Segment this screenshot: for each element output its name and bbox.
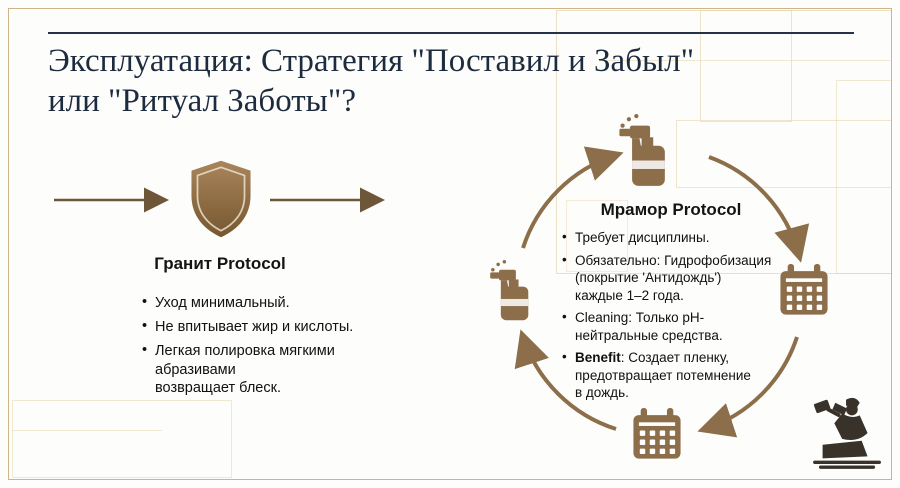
bullet-lead: Benefit <box>575 350 621 366</box>
marble-heading: Мрамор Protocol <box>600 200 742 219</box>
granite-bullet: Уход минимальный. <box>142 293 362 313</box>
page-title: Эксплуатация: Стратегия "Поставил и Забы… <box>48 43 695 119</box>
blueprint-decor <box>12 430 162 431</box>
marble-bullet: Требует дисциплины. <box>562 228 780 247</box>
marble-bullet: Benefit: Создает пленку, предотвращает п… <box>562 348 780 402</box>
blueprint-decor <box>12 400 232 478</box>
marble-bullet-list: Требует дисциплины. Обязательно: Гидрофо… <box>562 228 780 402</box>
shield-icon <box>186 158 256 240</box>
blueprint-decor <box>600 60 890 61</box>
marble-bullet: Обязательно: Гидрофобизация (покрытие 'А… <box>562 251 780 305</box>
marble-block: Мрамор Protocol Требует дисциплины. Обяз… <box>562 200 780 407</box>
calendar-right-icon <box>780 263 828 315</box>
granite-heading: Гранит Protocol <box>154 254 286 273</box>
spray-bottle-left-icon <box>490 260 529 321</box>
bullet-text: : Создает пленку, предотвращает потемнен… <box>575 350 751 401</box>
marble-bullet: Cleaning: Только pH- нейтральные средств… <box>562 308 780 344</box>
granite-bullet: Не впитывает жир и кислоты. <box>142 317 362 337</box>
bullet-text: Обязательно: Гидрофобизация (покрытие 'А… <box>575 252 772 303</box>
bullet-text: Cleaning: Только pH- нейтральные средств… <box>575 310 723 343</box>
granite-bullet: Легкая полировка мягкими абразивами возв… <box>142 341 362 399</box>
flow-arrow-right-icon <box>270 187 385 213</box>
stonemason-logo-icon <box>813 397 881 469</box>
granite-bullet-list: Уход минимальный. Не впитывает жир и кис… <box>142 293 362 403</box>
maintenance-cycle-diagram: Мрамор Protocol Требует дисциплины. Обяз… <box>470 100 870 488</box>
title-rule <box>48 32 854 34</box>
flow-arrow-left-icon <box>54 187 169 213</box>
blueprint-decor <box>700 10 792 122</box>
calendar-bottom-icon <box>633 407 681 459</box>
spray-bottle-top-icon <box>619 114 665 186</box>
bullet-text: Требует дисциплины. <box>575 230 710 245</box>
